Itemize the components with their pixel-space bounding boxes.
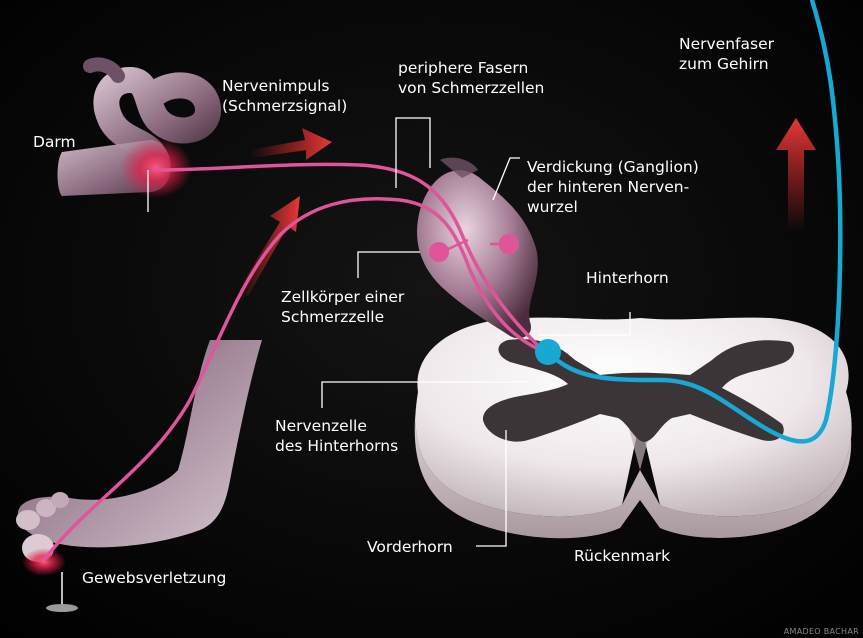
label-zellkoerper: Zellkörper einer Schmerzzelle (281, 287, 404, 327)
cell-body-left (429, 242, 449, 262)
label-verdickung-line1: Verdickung (Ganglion) (527, 157, 699, 177)
label-periphere-fasern-line1: periphere Fasern (398, 58, 544, 78)
label-nervenfaser-line2: zum Gehirn (679, 54, 774, 74)
label-nervenzelle-line2: des Hinterhorns (275, 436, 398, 456)
label-rueckenmark: Rückenmark (574, 546, 670, 566)
label-gewebsverletzung-text: Gewebsverletzung (82, 568, 226, 588)
label-nervenfaser: Nervenfaser zum Gehirn (679, 34, 774, 74)
cell-body-right (499, 234, 519, 254)
label-hinterhorn-text: Hinterhorn (586, 268, 669, 288)
label-zellkoerper-line1: Zellkörper einer (281, 287, 404, 307)
label-nervenzelle: Nervenzelle des Hinterhorns (275, 416, 398, 456)
label-nervenimpuls: Nervenimpuls (Schmerzsignal) (222, 76, 347, 116)
label-periphere-fasern: periphere Fasern von Schmerzzellen (398, 58, 544, 98)
label-gewebsverletzung: Gewebsverletzung (82, 568, 226, 588)
label-verdickung: Verdickung (Ganglion) der hinteren Nerve… (527, 157, 699, 217)
label-verdickung-line2: der hinteren Nerven- (527, 177, 699, 197)
label-zellkoerper-line2: Schmerzzelle (281, 307, 404, 327)
foot-pain-glow (22, 548, 66, 576)
label-hinterhorn: Hinterhorn (586, 268, 669, 288)
dorsal-horn-neuron (535, 339, 561, 365)
label-nervenfaser-line1: Nervenfaser (679, 34, 774, 54)
label-vorderhorn-text: Vorderhorn (367, 537, 453, 557)
label-nervenzelle-line1: Nervenzelle (275, 416, 398, 436)
label-vorderhorn: Vorderhorn (367, 537, 453, 557)
label-darm-text: Darm (33, 132, 76, 152)
label-verdickung-line3: wurzel (527, 197, 699, 217)
label-nervenimpuls-line2: (Schmerzsignal) (222, 96, 347, 116)
label-darm: Darm (33, 132, 76, 152)
image-credit: AMADEO BACHAR (784, 627, 859, 636)
label-periphere-fasern-line2: von Schmerzzellen (398, 78, 544, 98)
label-nervenimpuls-line1: Nervenimpuls (222, 76, 347, 96)
label-rueckenmark-text: Rückenmark (574, 546, 670, 566)
